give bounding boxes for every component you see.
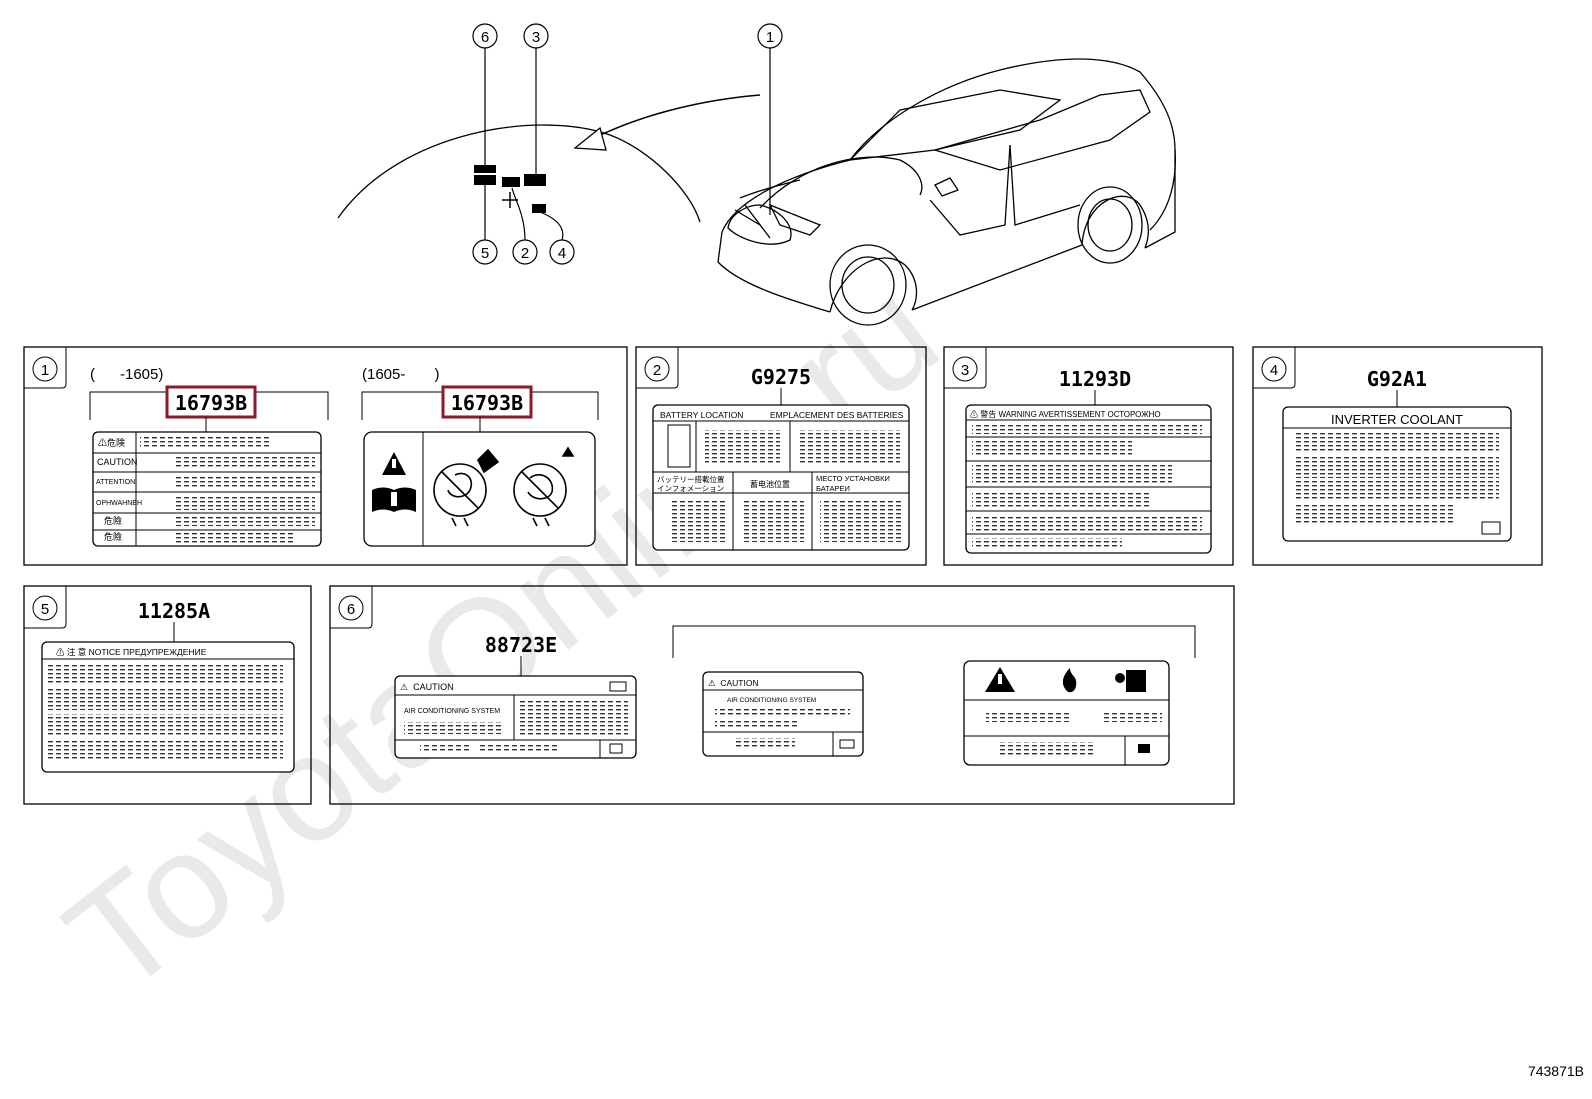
svg-text:インフォメーション: インフォメーション — [657, 484, 724, 493]
part-number-11285A[interactable]: 11285A — [138, 599, 210, 623]
panel-2: 2 G9275 BATTERY LOCATION EMPLACEMENT DES… — [635, 346, 927, 566]
svg-text:6: 6 — [347, 601, 355, 618]
label-16793B-new — [363, 431, 596, 547]
part-number-88723E[interactable]: 88723E — [485, 633, 557, 657]
label-88723E-a — [394, 675, 637, 759]
car-illustration — [337, 58, 1176, 326]
panel-4: 4 G92A1 INVERTER COOLANT — [1252, 346, 1543, 566]
no-touch-icon-2 — [513, 446, 575, 527]
svg-text:2: 2 — [521, 245, 529, 262]
svg-text:1: 1 — [41, 362, 49, 379]
svg-text:AIR CONDITIONING SYSTEM: AIR CONDITIONING SYSTEM — [727, 697, 816, 704]
callout-5: 5 — [472, 239, 498, 265]
part-number-16793B-left[interactable]: 16793B — [175, 391, 247, 415]
svg-text:BATTERY LOCATION: BATTERY LOCATION — [660, 410, 743, 420]
svg-text:CAUTION: CAUTION — [97, 457, 138, 467]
svg-text:ATTENTION: ATTENTION — [96, 479, 135, 486]
callout-1: 1 — [757, 23, 783, 49]
manual-book-icon — [372, 487, 416, 512]
svg-text:5: 5 — [41, 601, 49, 618]
zoom-label-markers — [474, 165, 546, 213]
callout-3: 3 — [523, 23, 549, 49]
callout-lines — [484, 48, 771, 241]
range-right: (1605- ) — [362, 366, 440, 383]
flame-icon — [1062, 668, 1077, 693]
svg-text:バッテリー搭載位置: バッテリー搭載位置 — [657, 474, 725, 484]
svg-text:МЕСТО УСТАНОВКИ: МЕСТО УСТАНОВКИ — [816, 474, 890, 483]
svg-text:⚠ CAUTION: ⚠ CAUTION — [708, 678, 759, 688]
panel-5: 5 11285A ⚠ 注 意 NOTICE ПРЕДУПРЕЖДЕНИЕ — [23, 585, 312, 805]
svg-text:4: 4 — [1270, 362, 1278, 379]
svg-text:5: 5 — [481, 245, 489, 262]
svg-text:危險: 危險 — [104, 531, 122, 542]
svg-text:EMPLACEMENT DES BATTERIES: EMPLACEMENT DES BATTERIES — [770, 410, 904, 420]
part-number-G9275[interactable]: G9275 — [751, 365, 811, 389]
svg-text:6: 6 — [481, 29, 489, 46]
svg-text:AIR CONDITIONING SYSTEM: AIR CONDITIONING SYSTEM — [404, 708, 500, 715]
svg-text:INVERTER COOLANT: INVERTER COOLANT — [1331, 412, 1463, 427]
svg-text:1: 1 — [766, 29, 774, 46]
svg-text:⚠ 警告 WARNING AVERTISSEMENT: ⚠ 警告 WARNING AVERTISSEMENT ОСТОРОЖНО — [970, 409, 1161, 419]
svg-text:3: 3 — [961, 362, 969, 379]
svg-text:2: 2 — [653, 362, 661, 379]
drawing-code: 743871B — [1528, 1063, 1584, 1079]
svg-text:3: 3 — [532, 29, 540, 46]
callout-2: 2 — [512, 239, 538, 265]
panel-1: 1 ( -1605) 16793B ⚠危険 CAUTION ATTENTION … — [23, 346, 628, 566]
part-number-11293D[interactable]: 11293D — [1059, 367, 1131, 391]
svg-text:蓄电池位置: 蓄电池位置 — [750, 479, 790, 489]
panel-6: 6 88723E ⚠ CAUTION AIR CONDITIONING SYST… — [329, 585, 1235, 805]
svg-text:危險: 危險 — [104, 515, 122, 526]
no-touch-icon-1 — [433, 448, 500, 527]
svg-text:⚠ CAUTION: ⚠ CAUTION — [400, 682, 454, 692]
person-protection-icon — [1115, 670, 1146, 692]
part-number-G92A1[interactable]: G92A1 — [1367, 367, 1427, 391]
svg-text:⚠危険: ⚠危険 — [98, 437, 125, 448]
part-number-16793B-right[interactable]: 16793B — [451, 391, 523, 415]
callout-4: 4 — [549, 239, 575, 265]
panel-3: 3 11293D ⚠ 警告 WARNING AVERTISSEMENT ОСТО… — [943, 346, 1234, 566]
svg-text:⚠ 注 意 NOTICE ПРЕДУПРЕЖДЕНИ: ⚠ 注 意 NOTICE ПРЕДУПРЕЖДЕНИЕ — [56, 647, 207, 657]
svg-text:4: 4 — [558, 245, 566, 262]
range-left: ( -1605) — [90, 366, 163, 383]
svg-text:OPHWAHNEH: OPHWAHNEH — [96, 500, 142, 507]
svg-text:БАТАРЕИ: БАТАРЕИ — [816, 484, 850, 493]
callout-6: 6 — [472, 23, 498, 49]
